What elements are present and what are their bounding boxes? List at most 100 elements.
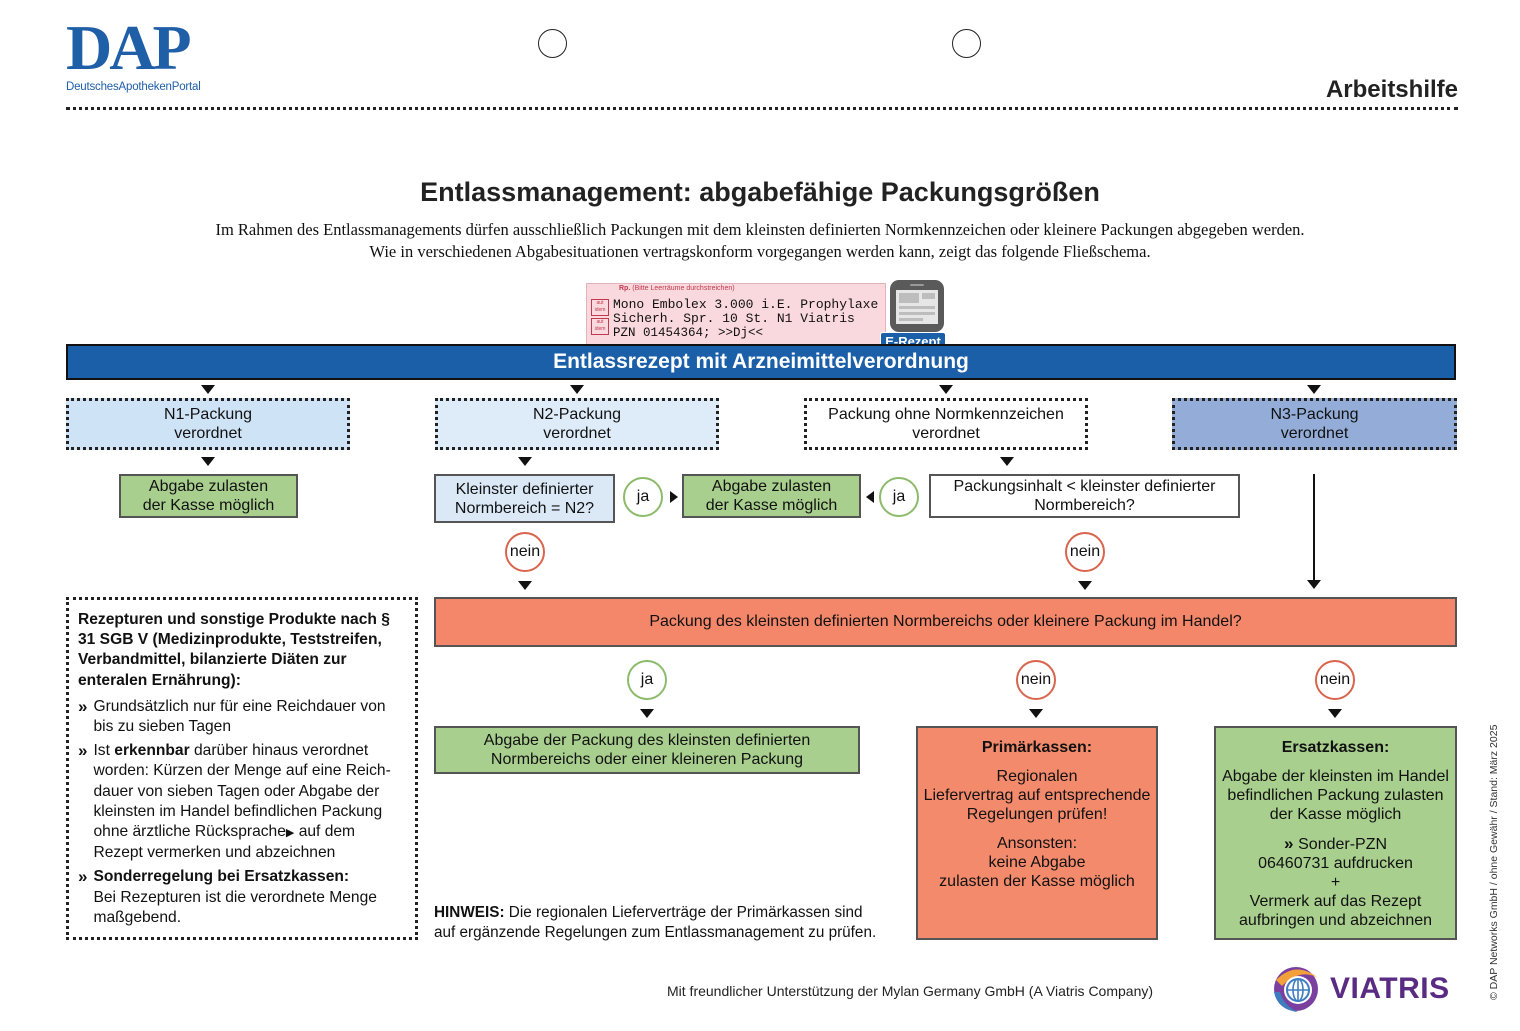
n1-line-1: N1-Packung bbox=[163, 406, 253, 423]
doc-type-label: Arbeitshilfe bbox=[1325, 76, 1458, 103]
nein-label-3: nein bbox=[1016, 660, 1056, 700]
ersatzkassen-box: Ersatzkassen: Abgabe der kleinsten im Ha… bbox=[1214, 726, 1457, 940]
arrow-down-n1 bbox=[201, 385, 215, 394]
arrow-down-primaer bbox=[1029, 709, 1043, 718]
arrow-down-inhalt bbox=[1000, 457, 1014, 466]
primaer-p2c: zulasten der Kasse möglich bbox=[939, 873, 1135, 890]
main-banner: Entlassrezept mit Arzneimittelverordnung bbox=[66, 344, 1456, 380]
phone-icon bbox=[884, 278, 950, 336]
rezepturen-sidebox: Rezepturen und sonstige Produkte nach § … bbox=[66, 597, 418, 940]
prescription-line-3: PZN 01454364; >>Dj<< bbox=[613, 326, 764, 340]
arrow-down-abgabe-packung bbox=[640, 709, 654, 718]
n2-line-2: verordnet bbox=[543, 425, 611, 442]
n2-packung-box: N2-Packung verordnet bbox=[435, 398, 719, 450]
intro-line-2: Wie in verschiedenen Abgabesituationen v… bbox=[369, 242, 1151, 261]
primaer-p1c: Regelungen prüfen! bbox=[966, 806, 1108, 823]
ersatz-p3a: Vermerk auf das Rezept bbox=[1249, 893, 1422, 910]
ersatz-title: Ersatzkassen: bbox=[1281, 739, 1390, 756]
aut-idem-box-2: aut idem bbox=[591, 318, 609, 335]
header-divider bbox=[66, 107, 1458, 110]
page-title: Entlassmanagement: abgabefähige Packungs… bbox=[420, 176, 1100, 207]
nein-label-2: nein bbox=[1065, 532, 1105, 572]
n1-packung-box: N1-Packung verordnet bbox=[66, 398, 350, 450]
aut-idem-box-1: aut idem bbox=[591, 299, 609, 316]
handel-question-box: Packung des kleinsten definierten Normbe… bbox=[434, 597, 1457, 647]
primaer-title: Primärkassen: bbox=[981, 739, 1093, 756]
n2-line-1: N2-Packung bbox=[532, 406, 622, 423]
ersatz-p2b: 06460731 aufdrucken bbox=[1258, 855, 1413, 872]
viatris-wordmark: VIATRIS bbox=[1330, 972, 1450, 1005]
primaer-p2a: Ansonsten: bbox=[996, 835, 1078, 852]
kleinster-line-2: Normbereich = N2? bbox=[454, 499, 595, 517]
intro-line-1: Im Rahmen des Entlassmanagements dürfen … bbox=[215, 220, 1305, 239]
inhalt-line-2: Normbereich? bbox=[1034, 497, 1135, 514]
n3-line-2: verordnet bbox=[1280, 425, 1349, 442]
sidebox-bullet-1-text: Grundsätzlich nur für eine Reichdauer vo… bbox=[93, 697, 386, 736]
dap-logo-subtitle: DeutschesApothekenPortal bbox=[66, 81, 201, 93]
primaerkassen-box: Primärkassen: Regionalen Liefervertrag a… bbox=[916, 726, 1158, 940]
arrow-down-n3-question bbox=[1307, 580, 1321, 589]
arrow-right-abgabe2 bbox=[670, 491, 678, 503]
n3-line-1: N3-Packung bbox=[1270, 406, 1359, 423]
arrow-down-ohne bbox=[939, 385, 953, 394]
ja-label-1: ja bbox=[623, 477, 663, 517]
ersatz-plus: + bbox=[1330, 874, 1341, 891]
arrow-down-kleinster bbox=[518, 457, 532, 466]
arrow-down-question-1 bbox=[518, 581, 532, 590]
n3-packung-box: N3-Packung verordnet bbox=[1172, 398, 1457, 450]
hinweis-line-2: auf ergänzende Regelungen zum Entlassman… bbox=[434, 924, 877, 941]
abgabe2-line-2: der Kasse möglich bbox=[705, 497, 838, 514]
copyright-side-text: © DAP Networks GmbH / ohne Gewähr / Stan… bbox=[1488, 724, 1500, 1000]
arrow-down-n2 bbox=[570, 385, 584, 394]
prescription-slip: Rp. (Bitte Leerräume durchstreichen) aut… bbox=[586, 283, 886, 345]
ohne-normkennzeichen-box: Packung ohne Normkennzeichen verordnet bbox=[804, 398, 1088, 450]
punch-hole-left bbox=[538, 29, 567, 58]
sidebox-bullet-3: » Sonderregelung bei Ersatzkassen:Bei Re… bbox=[78, 867, 405, 928]
nein-label-1: nein bbox=[505, 532, 545, 572]
abgabe-packung-line-2: Normbereichs oder einer kleineren Packun… bbox=[490, 751, 804, 768]
abgabe-packung-box: Abgabe der Packung des kleinsten definie… bbox=[434, 726, 860, 774]
sidebox-bullet-2: » Ist erkennbar darüber hinaus verordnet… bbox=[78, 741, 405, 863]
nein-label-4: nein bbox=[1315, 660, 1355, 700]
abgabe-packung-line-1: Abgabe der Packung des kleinsten definie… bbox=[483, 732, 811, 749]
n1-line-2: verordnet bbox=[174, 425, 242, 442]
ersatz-p2a-row: » Sonder-PZN bbox=[1283, 834, 1388, 853]
dap-logo-text: DAP bbox=[66, 12, 192, 83]
arrow-down-abgabe1 bbox=[201, 457, 215, 466]
viatris-globe-icon bbox=[1274, 967, 1318, 1012]
hinweis-note: HINWEIS: Die regionalen Lieferverträge d… bbox=[434, 903, 904, 943]
inhalt-line-1: Packungsinhalt < kleinster definierter bbox=[953, 478, 1216, 495]
arrow-down-ersatz bbox=[1328, 709, 1342, 718]
hinweis-line-1: HINWEIS: Die regionalen Lieferverträge d… bbox=[434, 904, 863, 921]
abgabe2-line-1: Abgabe zulasten bbox=[711, 478, 832, 495]
dap-logo: DAP DeutschesApothekenPortal bbox=[66, 12, 246, 98]
sidebox-bullet-1: » Grundsätzlich nur für eine Reichdauer … bbox=[78, 697, 405, 737]
arrow-down-question-2 bbox=[1078, 581, 1092, 590]
ersatz-p2a: Sonder-PZN bbox=[1298, 836, 1388, 853]
primaer-p1b: Liefervertrag auf entsprechende bbox=[923, 787, 1151, 804]
sidebox-bullet-3-text: Sonderregelung bei Ersatzkassen:Bei Reze… bbox=[93, 868, 377, 926]
ersatz-p1c: der Kasse möglich bbox=[1269, 806, 1402, 823]
primaer-p2b: keine Abgabe bbox=[988, 854, 1086, 871]
n3-arrow-line bbox=[1313, 474, 1315, 582]
prescription-rp: Rp. (Bitte Leerräume durchstreichen) bbox=[619, 285, 735, 292]
ersatz-p1b: befindlichen Packung zulasten bbox=[1227, 787, 1444, 804]
sidebox-heading: Rezepturen und sonstige Produkte nach § … bbox=[78, 611, 390, 689]
ja-label-2: ja bbox=[879, 477, 919, 517]
viatris-logo: VIATRIS bbox=[1266, 960, 1466, 1016]
abgabe-kasse-box-1: Abgabe zulasten der Kasse möglich bbox=[119, 474, 298, 518]
ohne-line-1: Packung ohne Normkennzeichen bbox=[828, 406, 1064, 423]
ja-label-3: ja bbox=[627, 660, 667, 700]
abgabe1-line-2: der Kasse möglich bbox=[142, 497, 275, 514]
punch-hole-right bbox=[952, 29, 981, 58]
arrow-down-n3 bbox=[1307, 385, 1321, 394]
kleinster-line-1: Kleinster definierter bbox=[455, 480, 594, 498]
arrow-left-abgabe2 bbox=[866, 491, 874, 503]
sidebox-bullet-2-text: Ist erkennbar darüber hinaus verordnet w… bbox=[93, 742, 391, 862]
ersatz-p3b: aufbringen und abzeichnen bbox=[1238, 912, 1433, 929]
ohne-line-2: verordnet bbox=[912, 425, 980, 442]
prescription-line-2: Sicherh. Spr. 10 St. N1 Viatris bbox=[613, 311, 855, 326]
prescription-line-1: Mono Embolex 3.000 i.E. Prophylaxe bbox=[613, 297, 879, 312]
support-note: Mit freundlicher Unterstützung der Mylan… bbox=[667, 983, 1154, 999]
abgabe1-line-1: Abgabe zulasten bbox=[148, 478, 269, 495]
